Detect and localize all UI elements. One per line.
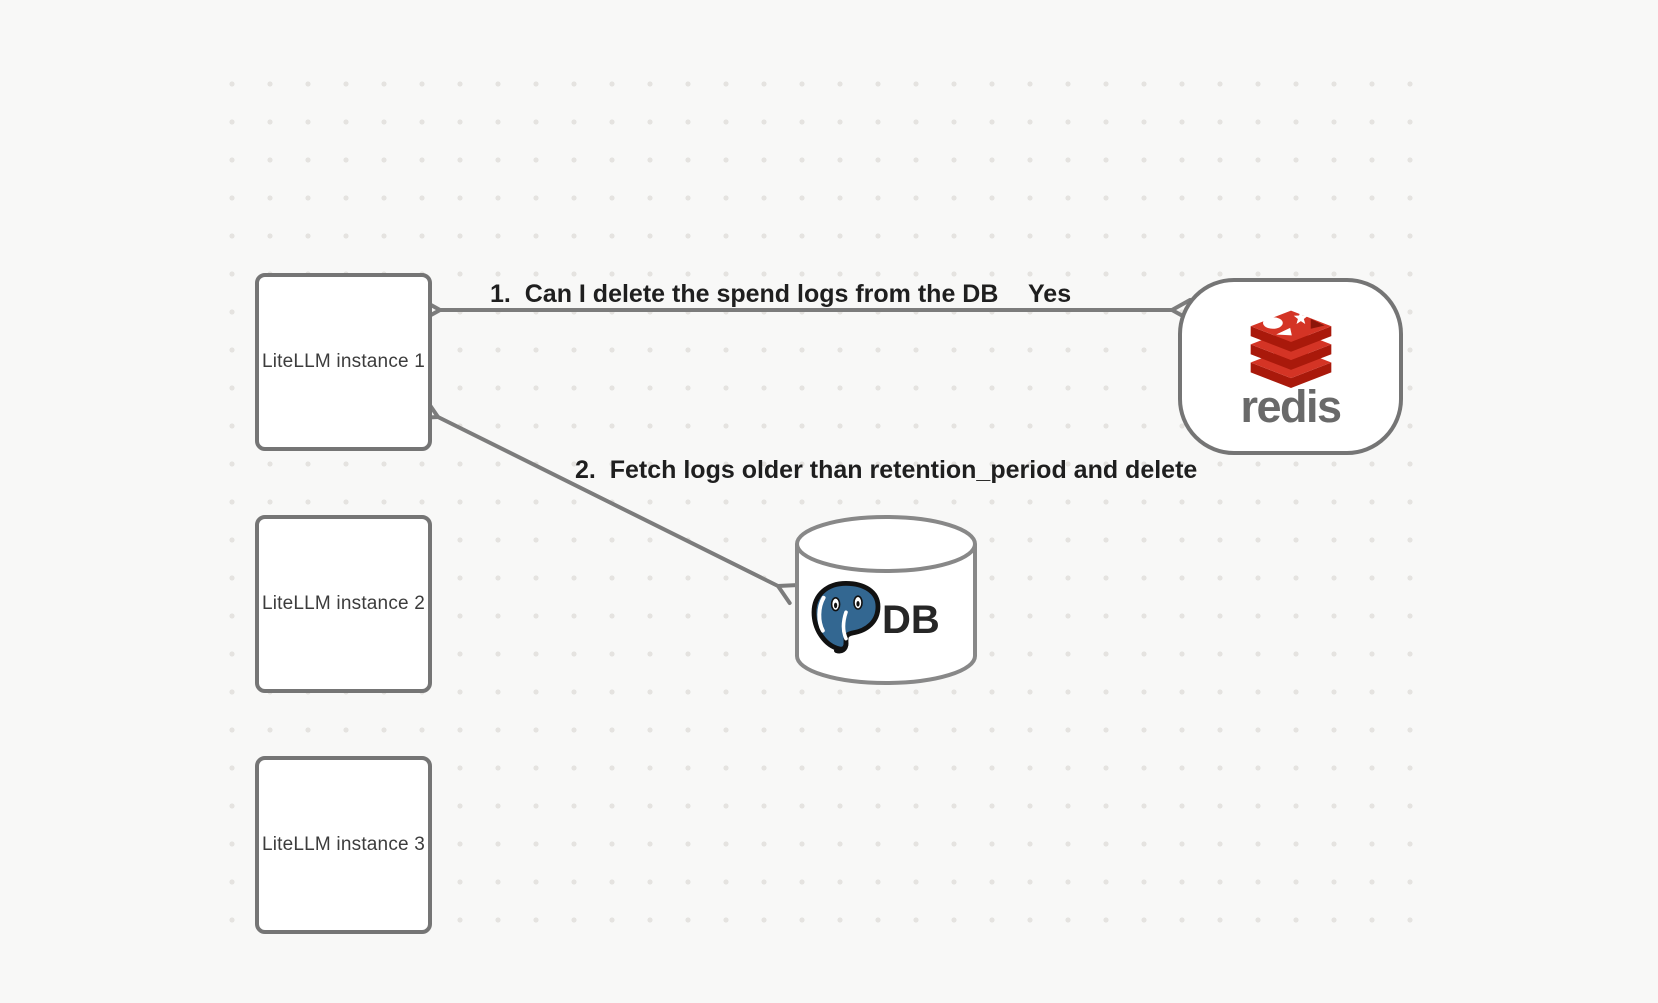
db-node-content: DB xyxy=(806,580,940,654)
node-redis: redis xyxy=(1178,278,1403,455)
node-litellm-instance-2: LiteLLM instance 2 xyxy=(255,515,432,693)
node-label: LiteLLM instance 1 xyxy=(261,351,426,372)
arrow-1-label: 1. Can I delete the spend logs from the … xyxy=(490,280,999,308)
node-label: LiteLLM instance 2 xyxy=(261,593,426,614)
redis-wordmark: redis xyxy=(1240,380,1342,432)
db-label: DB xyxy=(882,598,940,642)
arrow-1-response-label: Yes xyxy=(1028,280,1072,308)
node-litellm-instance-3: LiteLLM instance 3 xyxy=(255,756,432,934)
postgresql-icon xyxy=(811,580,881,654)
node-label: LiteLLM instance 3 xyxy=(261,834,426,855)
node-litellm-instance-1: LiteLLM instance 1 xyxy=(255,273,432,451)
redis-logo-icon xyxy=(1250,310,1331,388)
arrow-2-label: 2. Fetch logs older than retention_perio… xyxy=(575,456,1198,484)
